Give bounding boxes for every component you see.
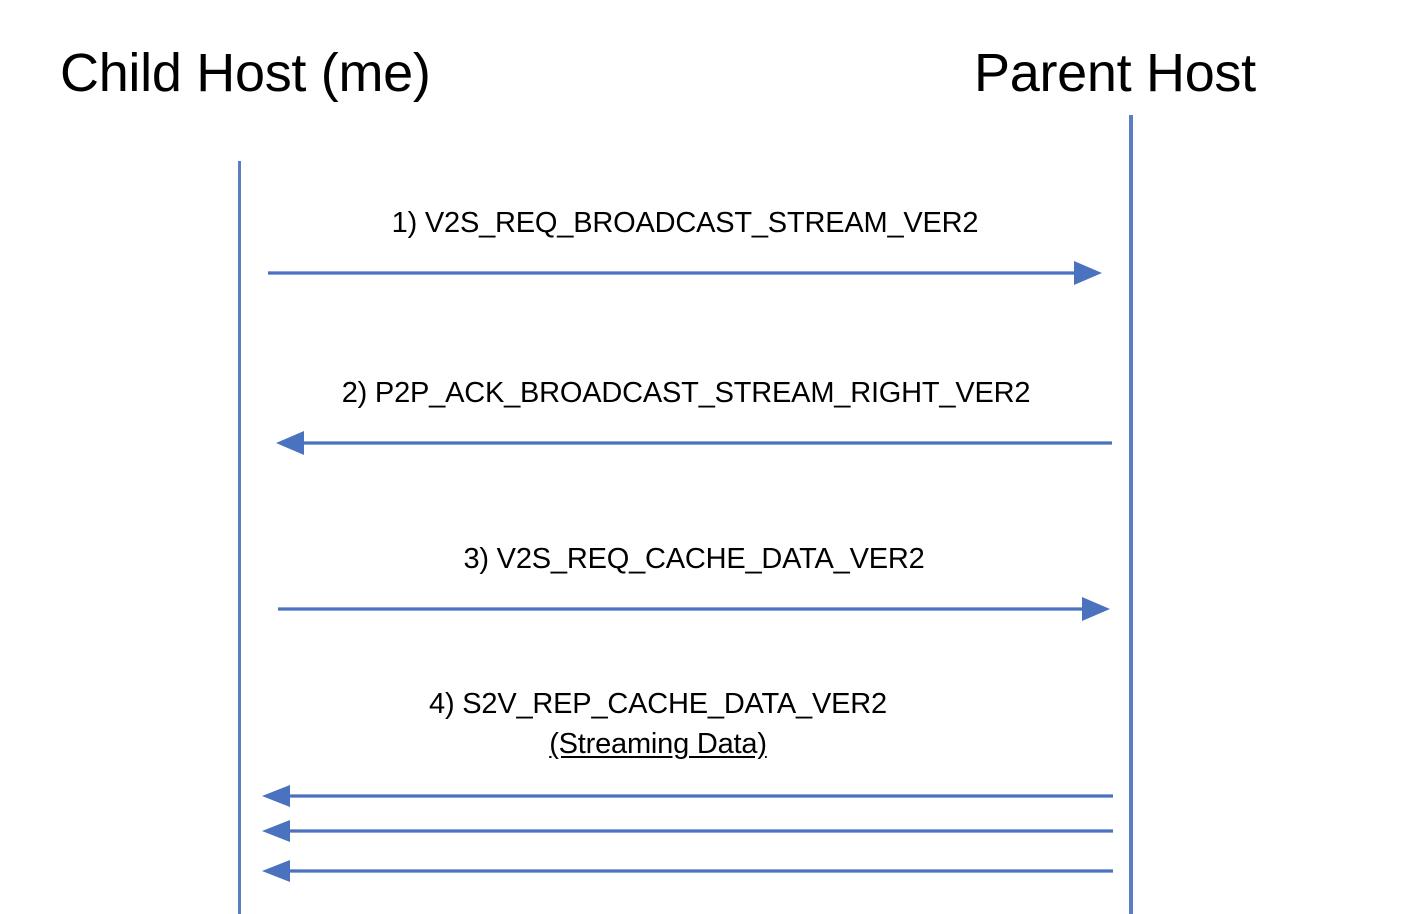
actor-header-child-host: Child Host (me) (60, 43, 431, 103)
message-3-label: 3) V2S_REQ_CACHE_DATA_VER2 (463, 543, 925, 575)
message-4-label-main: 4) S2V_REP_CACHE_DATA_VER2 (429, 688, 887, 720)
message-2-label: 2) P2P_ACK_BROADCAST_STREAM_RIGHT_VER2 (341, 377, 1031, 409)
actor-header-parent-host: Parent Host (974, 43, 1256, 103)
message-1-arrow-right-icon (268, 261, 1102, 285)
message-4-arrow-left-icon-3 (262, 860, 1113, 882)
message-4-sublabel-streaming-data: (Streaming Data) (549, 728, 767, 761)
lifeline-child-host (238, 161, 241, 914)
message-4-label: 4) S2V_REP_CACHE_DATA_VER2 (Streaming Da… (258, 684, 1058, 764)
message-2-arrow-left-icon (276, 431, 1112, 455)
lifeline-parent-host (1129, 115, 1133, 914)
message-1-label: 1) V2S_REQ_BROADCAST_STREAM_VER2 (391, 207, 979, 239)
message-4-arrow-left-icon-1 (262, 785, 1113, 807)
message-3-arrow-right-icon (278, 597, 1110, 621)
message-4-arrow-left-icon-2 (262, 820, 1113, 842)
